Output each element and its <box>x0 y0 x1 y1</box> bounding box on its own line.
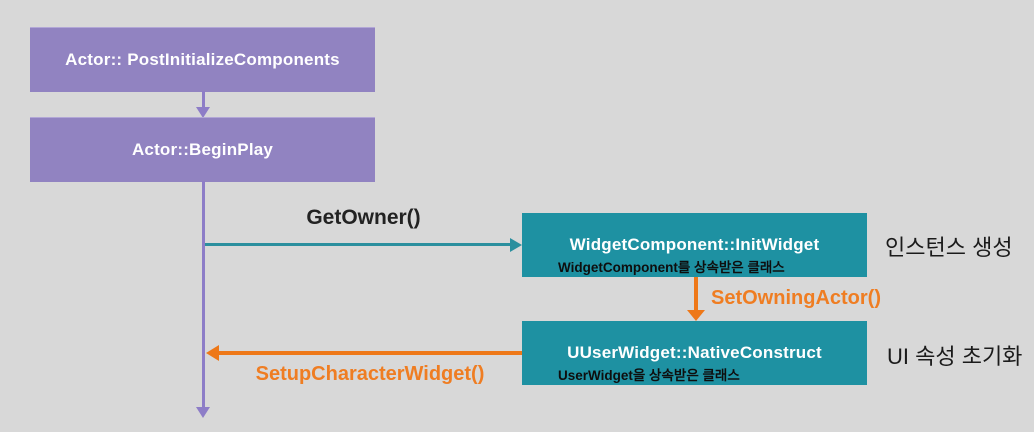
box-native-construct: UUserWidget::NativeConstruct UserWidget을… <box>522 321 867 385</box>
arrow-down-icon <box>196 407 210 418</box>
box-native-construct-label: UUserWidget::NativeConstruct <box>567 343 822 362</box>
get-owner-label: GetOwner() <box>306 206 421 229</box>
box-init-widget: WidgetComponent::InitWidget WidgetCompon… <box>522 213 867 277</box>
arrow-left-icon <box>206 345 219 361</box>
box-post-initialize-components: Actor:: PostInitializeComponents <box>30 27 375 92</box>
annotation-instance-creation: 인스턴스 생성 <box>885 235 1013 260</box>
arrow-line <box>205 243 512 246</box>
set-owning-actor-label: SetOwningActor() <box>711 287 881 309</box>
box-begin-play: Actor::BeginPlay <box>30 117 375 182</box>
box-begin-play-label: Actor::BeginPlay <box>131 140 274 159</box>
arrow-down-icon <box>196 107 210 118</box>
arrow-down-icon <box>687 310 705 321</box>
setup-character-widget-label: SetupCharacterWidget() <box>255 363 485 385</box>
lifeline-line <box>202 181 205 408</box>
box-init-widget-label: WidgetComponent::InitWidget <box>569 235 820 254</box>
arrow-right-icon <box>510 238 522 252</box>
box-native-construct-note: UserWidget을 상속받은 클래스 <box>558 368 740 383</box>
arrow-line <box>694 277 698 311</box>
annotation-ui-property-init: UI 속성 초기화 <box>887 344 1023 369</box>
box-post-initialize-components-label: Actor:: PostInitializeComponents <box>65 50 340 69</box>
box-init-widget-note: WidgetComponent를 상속받은 클래스 <box>558 260 785 275</box>
arrow-line <box>202 91 205 108</box>
arrow-line <box>218 351 522 355</box>
